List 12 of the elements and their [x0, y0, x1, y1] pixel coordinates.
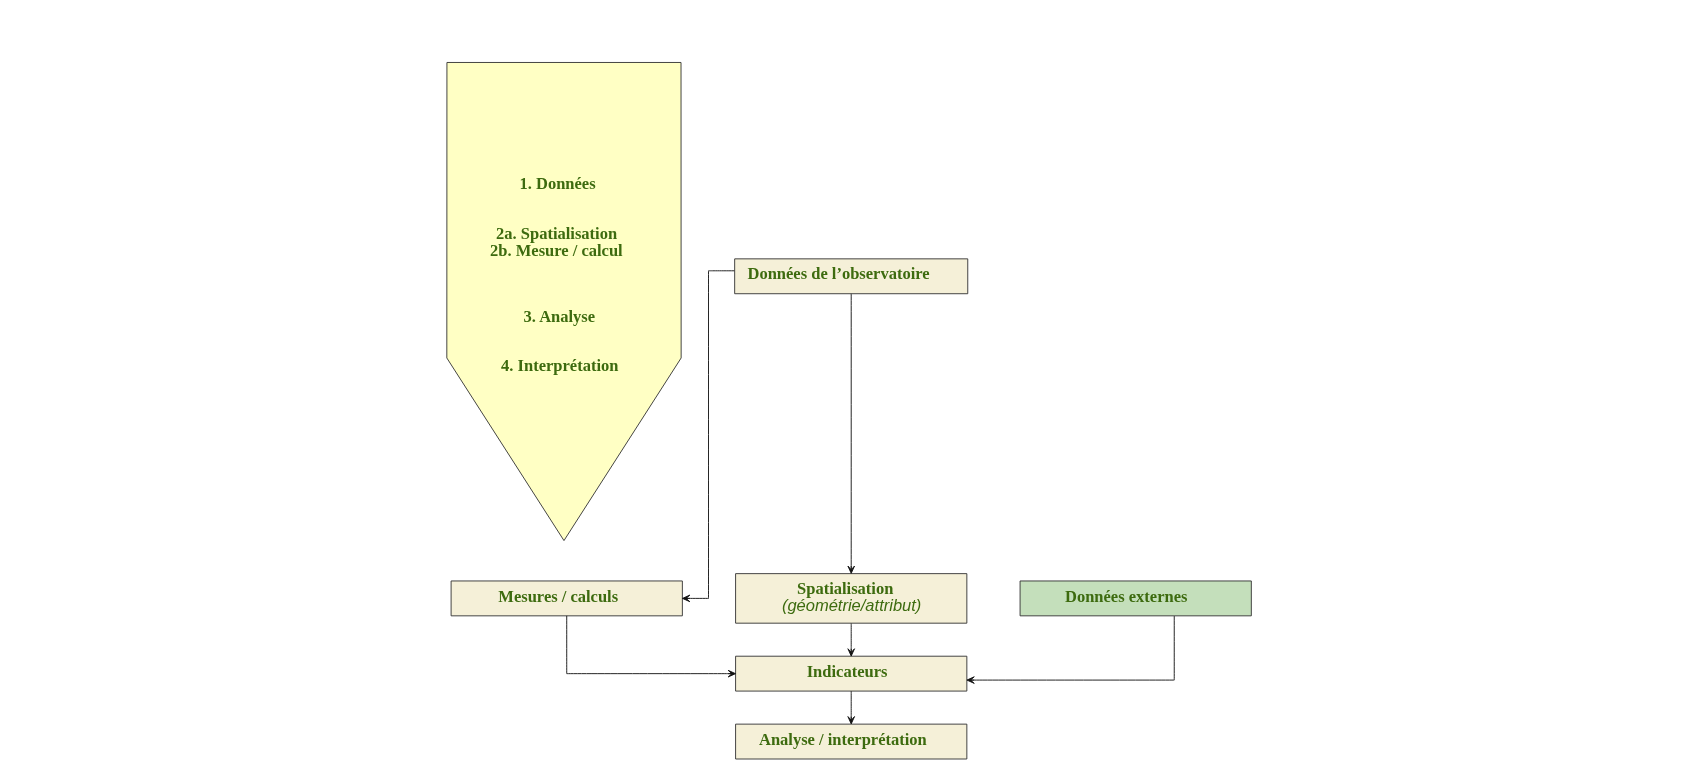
- node-box: Spatialisation (géométrie/attribut): [735, 573, 968, 624]
- arrow: [847, 690, 855, 725]
- arrow: [966, 615, 1175, 684]
- arrow: [847, 623, 855, 657]
- node-box: Indicateurs: [735, 655, 968, 692]
- arrow: [566, 615, 736, 678]
- arrow: [847, 293, 855, 574]
- node-box: Données de l’observatoire: [734, 258, 969, 295]
- node-box: Analyse / interprétation: [735, 723, 968, 760]
- arrow: [682, 270, 735, 603]
- node-box: Mesures / calculs: [450, 580, 683, 617]
- node-box: Données externes: [1019, 580, 1252, 617]
